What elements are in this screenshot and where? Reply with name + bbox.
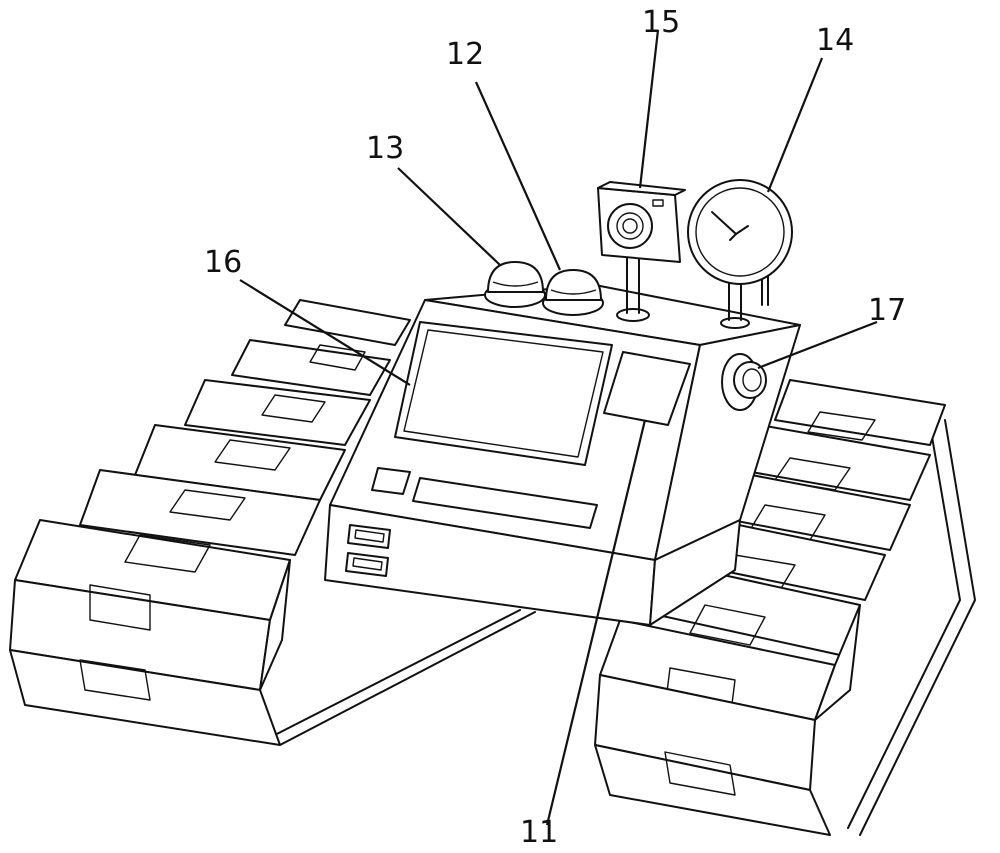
label-17: 17 bbox=[868, 293, 906, 328]
camera-icon bbox=[597, 181, 686, 322]
left-track-pad bbox=[79, 469, 321, 556]
label-12: 12 bbox=[446, 37, 484, 72]
small-button bbox=[371, 467, 411, 495]
right-track-front bbox=[594, 604, 861, 836]
leader-lines bbox=[239, 29, 878, 826]
label-14: 14 bbox=[816, 23, 854, 58]
right-track-pad bbox=[774, 379, 946, 446]
label-15: 15 bbox=[642, 5, 680, 40]
label-11: 11 bbox=[520, 815, 558, 850]
emergency-button-icon bbox=[721, 353, 767, 411]
label-13: 13 bbox=[366, 131, 404, 166]
label-16: 16 bbox=[204, 245, 242, 280]
alarm-light-icon bbox=[542, 269, 604, 316]
gauge-icon bbox=[687, 179, 793, 329]
display-screen bbox=[394, 321, 613, 466]
alarm-light-icon bbox=[484, 261, 546, 308]
usb-port-icon bbox=[345, 552, 389, 577]
left-track bbox=[9, 299, 536, 746]
usb-port-icon bbox=[347, 524, 391, 549]
card-slot bbox=[412, 477, 598, 529]
left-track-pad bbox=[231, 299, 411, 396]
left-track-pad bbox=[184, 379, 371, 446]
info-panel bbox=[603, 351, 691, 426]
left-track-front bbox=[9, 559, 291, 746]
